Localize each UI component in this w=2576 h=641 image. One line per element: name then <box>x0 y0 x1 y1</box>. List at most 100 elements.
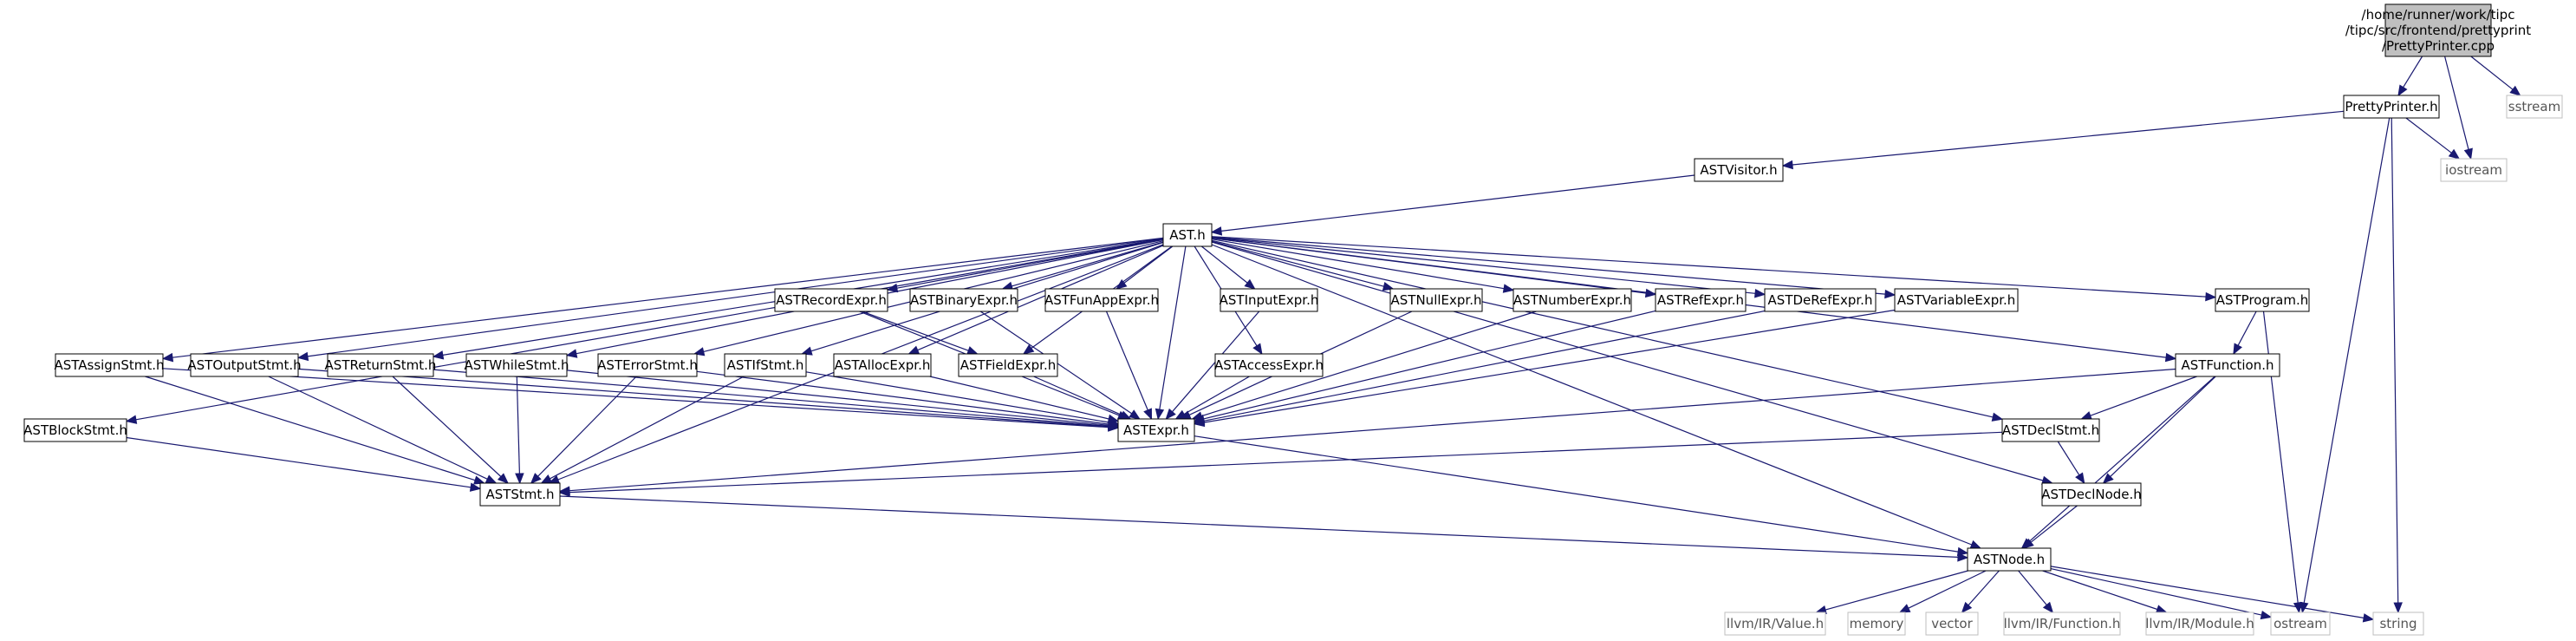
arrowhead-icon <box>1107 414 1120 424</box>
node-label: ASTFunction.h <box>2181 357 2274 373</box>
edge-astfunction_h-to-aststmt_h <box>558 368 2176 495</box>
node-astvariableexpr-h[interactable]: ASTVariableExpr.h <box>1894 288 2019 312</box>
edge-line <box>1203 310 1656 420</box>
arrowhead-icon <box>907 345 920 355</box>
edge-ast_h-to-astassignstmt_h <box>161 237 1164 363</box>
arrowhead-icon <box>1382 282 1395 291</box>
node-label: ASTExpr.h <box>1123 422 1189 438</box>
node-llvm-function-h: llvm/IR/Function.h <box>2003 612 2121 636</box>
node-astdeclstmt-h[interactable]: ASTDeclStmt.h <box>2001 418 2100 442</box>
edge-line <box>2057 441 2080 476</box>
edge-line <box>1200 311 1537 417</box>
edge-line <box>2444 56 2469 150</box>
edge-line <box>1203 310 1766 422</box>
arrowhead-icon <box>966 346 979 355</box>
node-label: ASTBinaryExpr.h <box>910 292 1018 308</box>
node-astvisitor-h[interactable]: ASTVisitor.h <box>1694 158 1784 182</box>
node-astoutputstmt-h[interactable]: ASTOutputStmt.h <box>187 353 302 377</box>
node-label: /home/runner/work/tipc <box>2362 7 2515 23</box>
node-box <box>1925 612 1979 636</box>
node-box <box>55 353 164 377</box>
node-astbinaryexpr-h[interactable]: ASTBinaryExpr.h <box>909 288 1018 312</box>
arrowhead-icon <box>1210 226 1223 236</box>
edge-ast_h-to-astbinaryexpr_h <box>1001 241 1164 291</box>
arrowhead-icon <box>2042 601 2054 614</box>
edge-line <box>1012 241 1164 287</box>
edge-line <box>1220 174 1695 232</box>
node-astprogram-h[interactable]: ASTProgram.h <box>2215 288 2310 312</box>
edge-root-to-prettyprinter_h <box>2397 56 2423 97</box>
node-label: ASTProgram.h <box>2216 292 2309 308</box>
node-astdeclnode-h[interactable]: ASTDeclNode.h <box>2041 482 2142 507</box>
node-box <box>1655 288 1747 312</box>
node-aststmt-h[interactable]: ASTStmt.h <box>479 482 561 507</box>
node-prettyprinter-h[interactable]: PrettyPrinter.h <box>2343 95 2440 119</box>
node-astwhilestmt-h[interactable]: ASTWhileStmt.h <box>464 353 569 377</box>
edge-line <box>2470 56 2514 90</box>
edge-line <box>569 368 2176 492</box>
arrowhead-icon <box>1129 409 1141 420</box>
node-astreturnstmt-h[interactable]: ASTReturnStmt.h <box>325 353 437 377</box>
edge-line <box>2042 570 2158 611</box>
edge-astnode_h-to-llvm_value_h <box>1815 570 1968 614</box>
node-asterrorstmt-h[interactable]: ASTErrorStmt.h <box>597 353 698 377</box>
edge-astdeclnode_h-to-astnode_h <box>2022 505 2078 549</box>
node-astassignstmt-h[interactable]: ASTAssignStmt.h <box>54 353 165 377</box>
node-label: ASTAllocExpr.h <box>835 357 931 373</box>
edge-ast_h-to-astnullexpr_h <box>1211 240 1395 291</box>
node-box <box>909 288 1018 312</box>
node-box <box>2003 612 2121 636</box>
edge-line <box>268 376 488 480</box>
node-box <box>2506 95 2563 119</box>
edge-prettyprinter_h-to-astvisitor_h <box>1781 110 2345 170</box>
edge-line <box>566 370 1109 426</box>
node-astallocexpr-h[interactable]: ASTAllocExpr.h <box>833 353 932 377</box>
edge-astfieldexpr_h-to-astexpr_h <box>1033 376 1132 420</box>
edge-line <box>559 495 1959 558</box>
edge-line <box>569 431 2003 494</box>
node-ast-h[interactable]: AST.h <box>1162 223 1213 247</box>
edge-line <box>392 376 502 477</box>
node-astaccessexpr-h[interactable]: ASTAccessExpr.h <box>1214 353 1324 377</box>
node-astfieldexpr-h[interactable]: ASTFieldExpr.h <box>958 353 1058 377</box>
node-astrecordexpr-h[interactable]: ASTRecordExpr.h <box>774 288 888 312</box>
node-astnode-h[interactable]: ASTNode.h <box>1967 547 2052 572</box>
edge-astifstmt_h-to-aststmt_h <box>540 376 745 484</box>
arrowhead-icon <box>540 474 553 484</box>
arrowhead-icon <box>2260 610 2273 620</box>
node-astfunction-h[interactable]: ASTFunction.h <box>2175 353 2280 377</box>
arrowhead-icon <box>565 349 578 358</box>
node-astderefexpr-h[interactable]: ASTDeRefExpr.h <box>1764 288 1877 312</box>
node-box <box>2343 95 2440 119</box>
node-astfunappexpr-h[interactable]: ASTFunAppExpr.h <box>1044 288 1159 312</box>
node-label: ASTNullExpr.h <box>1391 292 1482 308</box>
edge-astprogram_h-to-astfunction_h <box>2233 311 2257 356</box>
edge-line <box>1211 240 1384 287</box>
arrowhead-icon <box>2075 472 2085 485</box>
edge-line <box>1908 570 1987 609</box>
edge-ast_h-to-astoutputstmt_h <box>296 238 1164 362</box>
edge-line <box>2090 376 2197 416</box>
node-box <box>479 482 561 507</box>
edge-line <box>805 371 1109 423</box>
node-label: ASTBlockStmt.h <box>23 422 127 438</box>
node-astifstmt-h[interactable]: ASTIfStmt.h <box>724 353 807 377</box>
node-box <box>2372 612 2424 636</box>
edge-astfunction_h-to-astdeclnode_h <box>2102 376 2216 484</box>
edge-astblockstmt_h-to-aststmt_h <box>126 436 482 492</box>
node-label: memory <box>1850 616 1904 631</box>
node-box <box>465 353 568 377</box>
arrowhead-icon <box>515 473 524 485</box>
node-astrefexpr-h[interactable]: ASTRefExpr.h <box>1655 288 1747 312</box>
node-astinputexpr-h[interactable]: ASTInputExpr.h <box>1220 288 1319 312</box>
node-box <box>833 353 932 377</box>
node-astblockstmt-h[interactable]: ASTBlockStmt.h <box>23 418 127 442</box>
node-astnumberexpr-h[interactable]: ASTNumberExpr.h <box>1512 288 1632 312</box>
node-box <box>1117 418 1195 442</box>
node-astexpr-h[interactable]: ASTExpr.h <box>1117 418 1195 442</box>
edge-line <box>1159 245 1187 410</box>
node-root[interactable]: /home/runner/work/tipc/tipc/src/frontend… <box>2345 3 2531 57</box>
node-astnullexpr-h[interactable]: ASTNullExpr.h <box>1389 288 1483 312</box>
node-label: llvm/IR/Function.h <box>2004 616 2121 631</box>
edge-line <box>135 239 1164 421</box>
